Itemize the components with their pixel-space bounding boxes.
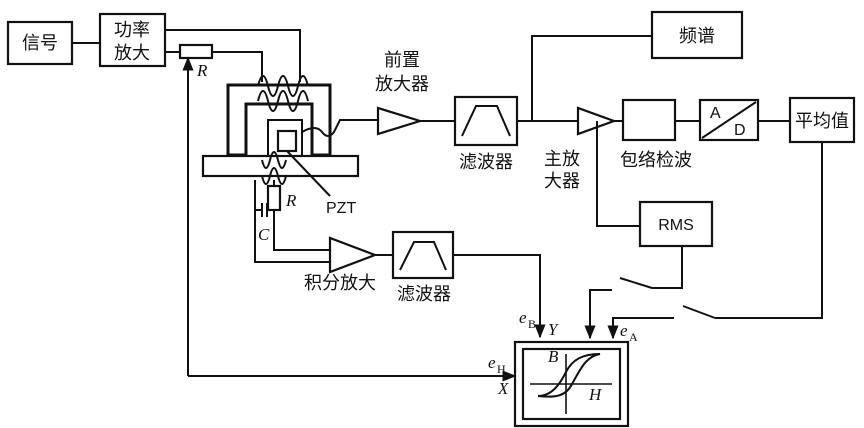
eb-label: e	[519, 308, 527, 327]
rms-block: RMS	[638, 200, 714, 248]
filter-bottom: 滤波器	[391, 230, 455, 305]
resistor-mid-label: R	[285, 191, 297, 210]
scope-h-label: H	[588, 385, 603, 404]
capacitor-label: C	[258, 225, 270, 244]
eb-subscript: B	[528, 317, 536, 331]
scope-b-label: B	[548, 347, 559, 366]
ea-subscript: A	[629, 330, 638, 344]
main-amp-label-1: 主放	[544, 149, 580, 170]
resistor-top	[178, 43, 214, 60]
pzt-label: PZT	[326, 200, 356, 217]
pzt-transducer: PZT	[267, 119, 356, 217]
integrator-label: 积分放大	[304, 273, 376, 294]
ad-d-label: D	[734, 122, 746, 139]
eh-subscript: H	[497, 362, 506, 376]
rms-label: RMS	[658, 217, 694, 234]
spectrum-label: 频谱	[679, 26, 715, 47]
scope-y-label: Y	[548, 320, 559, 339]
power-amplifier-block: 功率 放大	[98, 12, 167, 68]
integrator-amplifier: 积分放大	[304, 236, 379, 294]
preamp-label-2: 放大器	[375, 74, 429, 95]
power-amp-label-2: 放大	[114, 43, 150, 64]
resistor-top-label: R	[196, 61, 208, 80]
average-label: 平均值	[795, 111, 849, 132]
preamplifier: 前置 放大器	[375, 50, 429, 136]
ea-label: e	[620, 321, 628, 340]
scope-x-label: X	[497, 379, 509, 398]
hysteresis-loop	[537, 353, 601, 398]
filter-top: 滤波器	[453, 95, 519, 173]
signal-block: 信号	[6, 20, 74, 66]
average-block: 平均值	[788, 96, 856, 144]
signal-label: 信号	[22, 33, 58, 54]
filter-bottom-label: 滤波器	[397, 284, 451, 305]
envelope-label: 包络检波	[620, 150, 692, 171]
envelope-detector: 包络检波	[620, 98, 692, 171]
spectrum-block: 频谱	[650, 10, 744, 60]
power-amp-label-1: 功率	[114, 20, 150, 41]
resistor-mid	[266, 184, 282, 212]
main-amp-label-2: 大器	[544, 171, 580, 192]
filter-top-label: 滤波器	[459, 152, 513, 173]
ad-a-label: A	[710, 105, 721, 122]
preamp-label-1: 前置	[384, 50, 420, 71]
oscilloscope: B H	[513, 340, 630, 428]
ad-converter: A D	[698, 98, 760, 142]
eh-label: e	[488, 353, 496, 372]
